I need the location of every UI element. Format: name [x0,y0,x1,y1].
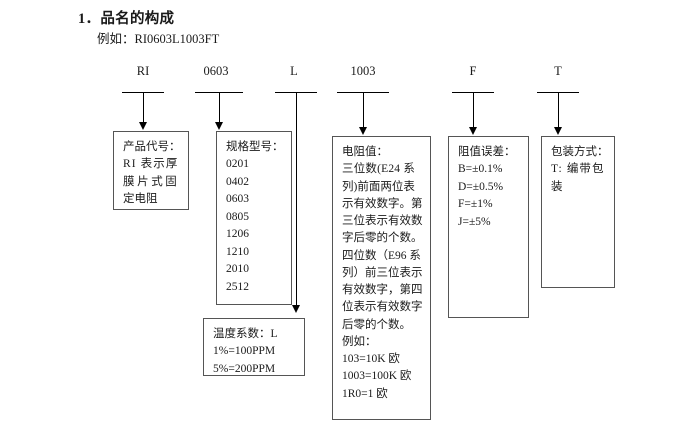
connector-arrow-f [469,127,477,135]
segment-label-1003: 1003 [350,64,376,78]
connector-arrow-ri [139,122,147,130]
size-code-value: 1206 [226,228,249,241]
tolerance-code-b: B=±0.1% [458,163,503,176]
connector-line-t [558,92,559,130]
box-size-code: 规格型号： 0201 0402 0603 0805 1206 1210 2010… [216,131,292,305]
size-code-value: 1210 [226,245,249,258]
packaging-line-2: T: 编带包 [551,163,605,176]
box-temperature-coefficient: 温度系数：L 1%=100PPM 5%=200PPM [203,318,305,376]
page-title: 1．品名的构成 [78,7,174,28]
temp-coefficient-line-3: 5%=200PPM [213,362,276,375]
example-part-number: 例如：RI0603L1003FT [97,32,220,46]
connector-arrow-0603 [215,122,223,130]
packaging-header: 包装方式： [551,146,609,158]
connector-line-0603 [219,92,220,125]
tolerance-header: 阻值误差： [458,146,516,158]
resistance-example-header: 例如： [342,335,377,348]
resistance-line-2: 三位数(E24 系 [342,163,416,176]
connector-arrow-1003 [359,127,367,135]
tolerance-code-j: J=±5% [458,215,491,228]
size-code-value: 2010 [226,263,249,276]
resistance-line-1: 电阻值： [342,146,388,158]
resistance-line-6: 字后零的个数。 [342,232,423,245]
connector-line-l [296,92,297,308]
segment-label-l: L [290,64,298,78]
resistance-line-10: 位表示有效数字 [342,301,423,314]
segment-label-f: F [469,64,477,78]
box-product-code: 产品代号： RI 表示厚 膜片式固 定电阻 [113,131,189,210]
size-code-value: 0805 [226,210,249,223]
tolerance-code-f: F=±1% [458,198,493,211]
section-title: 品名的构成 [100,11,175,27]
size-code-value: 0603 [226,193,249,206]
resistance-line-3: 列)前面两位表 [342,180,415,193]
section-number: 1． [78,11,101,27]
temp-coefficient-line-2: 1%=100PPM [213,345,276,358]
box-resistance-value: 电阻值： 三位数(E24 系 列)前面两位表 示有效数字。第 三位表示有效数 字… [332,136,431,420]
product-code-line-2: RI 表示厚 [123,158,179,171]
product-code-line-4: 定电阻 [123,193,158,206]
size-code-header: 规格型号： [226,141,284,153]
connector-arrow-t [554,127,562,135]
resistance-line-4: 示有效数字。第 [342,197,423,210]
packaging-line-3: 装 [551,180,563,193]
resistance-line-11: 后零的个数。 [342,318,411,331]
temp-coefficient-line-1: 温度系数：L [213,328,278,340]
size-code-value: 2512 [226,280,249,293]
resistance-example-3: 1R0=1 欧 [342,387,388,400]
resistance-line-5: 三位表示有效数 [342,215,423,227]
connector-line-f [473,92,474,130]
segment-label-ri: RI [136,64,150,78]
connector-line-ri [143,92,144,125]
resistance-line-8: 列）前三位表示 [342,266,423,279]
segment-label-0603: 0603 [203,64,229,78]
connector-line-1003 [363,92,364,130]
product-code-line-1: 产品代号： [123,141,181,153]
product-code-line-3: 膜片式固 [123,175,180,188]
segment-label-t: T [554,64,562,78]
box-tolerance: 阻值误差： B=±0.1% D=±0.5% F=±1% J=±5% [448,136,529,318]
resistance-example-2: 1003=100K 欧 [342,370,412,383]
box-packaging: 包装方式： T: 编带包 装 [541,136,615,288]
resistance-example-1: 103=10K 欧 [342,353,400,365]
size-code-value: 0402 [226,175,249,188]
resistance-line-9: 有效数字，第四 [342,284,423,296]
connector-arrow-l [292,305,300,313]
resistance-line-7: 四位数（E96 系 [342,249,421,262]
size-code-value: 0201 [226,158,249,171]
tolerance-code-d: D=±0.5% [458,180,504,193]
